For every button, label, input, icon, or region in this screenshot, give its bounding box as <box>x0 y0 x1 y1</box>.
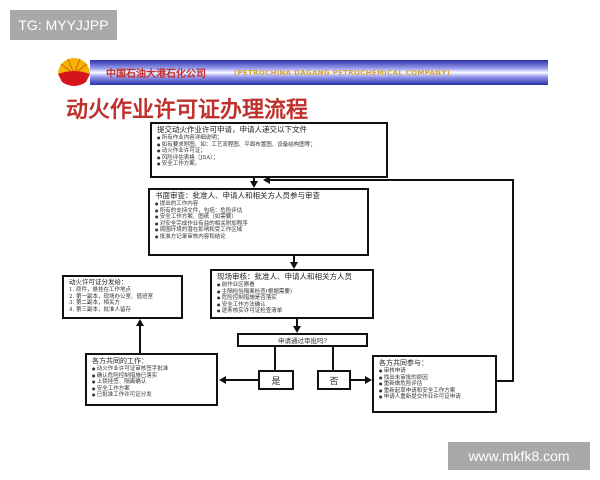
list-item: 动火作业许可证审核签字批准 <box>92 366 211 373</box>
arrow-down-icon <box>290 262 298 269</box>
box-heading: 提交动火作业许可申请，申请人递交以下文件 <box>157 125 307 134</box>
decision-box: 申请通过审批吗? <box>237 333 368 347</box>
distribution-box: 动火许可证分发给： 1. 原件，悬挂在工作地点 2. 第一副本，现场办公室、值班… <box>62 275 183 319</box>
return-connector <box>512 179 514 382</box>
site-review-box: 现场审核：批准人、申请人和相关方人员 前作业区察看主隔检验隔离检查(根据需要)危… <box>210 269 374 319</box>
list-item: 已批准工作许可证分发 <box>92 392 211 399</box>
common-participation-box: 各方共同参与： 审核申请找出未审批的原因重新做危险评估重新起草申请和安全工作方案… <box>372 355 497 413</box>
box-heading: 动火许可证分发给： <box>69 278 128 286</box>
return-connector <box>270 179 514 181</box>
submit-application-box: 提交动火作业许可申请，申请人递交以下文件 所有作业内容详细说明；如有要求附图、如… <box>150 122 388 178</box>
arrow-left-icon <box>263 176 270 184</box>
company-name-en: (PETROCHINA DAGANG PETROCHEMICAL COMPANY… <box>234 68 451 77</box>
return-connector <box>497 380 514 382</box>
arrow-down-icon <box>250 181 258 188</box>
list-item: 4. 第三副本，批准人留存 <box>69 306 131 313</box>
list-item: 3. 第二副本，相关方 <box>69 300 120 307</box>
list-item: 申请人重新提交作业许可证申请 <box>379 394 490 401</box>
yes-box: 是 <box>258 370 294 390</box>
list-item: 重新起草申请和安全工作方案 <box>379 388 490 395</box>
list-item: 周围环境的潜在影响和受工作区域 <box>155 227 362 234</box>
list-item: 2. 第一副本，现场办公室、值班室 <box>69 293 153 300</box>
list-item: 危险控制措施是否落实 <box>217 295 367 302</box>
petrochina-logo-icon <box>56 50 92 90</box>
arrow-left-icon <box>219 376 226 384</box>
box-heading: 书面审查：批准人、申请人和相关方人员参与审查 <box>155 191 320 200</box>
box-heading: 各方共同的工作： <box>92 357 148 365</box>
list-item: 确认危险控制措施已落实 <box>92 373 211 380</box>
list-item: 对安全完成作业有益的相关附加程序 <box>155 221 362 228</box>
connector <box>332 347 334 370</box>
connector <box>253 178 255 182</box>
list-item: 安全工作方法确认 <box>217 302 367 309</box>
list-item: 安全工作方案。 <box>157 161 381 168</box>
no-box: 否 <box>317 370 351 390</box>
common-work-box: 各方共同的工作： 动火作业许可证审核签字批准确认危险控制措施已落实上锁挂签、隔离… <box>85 353 218 406</box>
list-item: 安全工作方案 <box>92 386 211 393</box>
list-item: 找出未审批的原因 <box>379 375 490 382</box>
list-item: 重新做危险评估 <box>379 381 490 388</box>
arrow-right-icon <box>365 376 372 384</box>
list-item: 风险评估表格（JSA）； <box>157 155 381 162</box>
arrow-down-icon <box>293 326 301 333</box>
watermark-top: TG: MYYJJPP <box>10 10 117 40</box>
list-item: 批准方记录审核内容和结论 <box>155 234 362 241</box>
list-item: 提出的工作内容 <box>155 201 362 208</box>
arrow-up-icon <box>136 319 144 326</box>
connector <box>226 379 258 381</box>
connector <box>139 326 141 353</box>
connector <box>351 379 366 381</box>
connector <box>293 256 295 262</box>
list-item: 主隔检验隔离检查(根据需要) <box>217 289 367 296</box>
list-item: 上锁挂签、隔离确认 <box>92 379 211 386</box>
page-title: 动火作业许可证办理流程 <box>66 97 309 123</box>
document-review-box: 书面审查：批准人、申请人和相关方人员参与审查 提出的工作内容所有的支持文件，包括… <box>148 188 369 256</box>
connector <box>296 319 298 326</box>
list-item: 前作业区察看 <box>217 282 367 289</box>
list-item: 动火作业许可证； <box>157 148 381 155</box>
watermark-bottom: www.mkfk8.com <box>448 442 590 470</box>
list-item: 1. 原件，悬挂在工作地点 <box>69 287 131 293</box>
list-item: 安全工作方案、图纸（如需要） <box>155 214 362 221</box>
box-heading: 现场审核：批准人、申请人和相关方人员 <box>217 272 352 281</box>
list-item: 所有的支持文件，包括：危险评估 <box>155 208 362 215</box>
list-item: 所有作业内容详细说明； <box>157 135 381 142</box>
list-item: 审核申请 <box>379 368 490 375</box>
company-banner: 中国石油大港石化公司 (PETROCHINA DAGANG PETROCHEMI… <box>90 60 548 85</box>
connector <box>274 347 276 370</box>
company-name-cn: 中国石油大港石化公司 <box>106 69 206 80</box>
list-item: 逐条核实许可证检查清单 <box>217 308 367 315</box>
list-item: 如有要求附图、如：工艺流程图、平面布置图、设备结构图等； <box>157 142 381 149</box>
box-heading: 各方共同参与： <box>379 359 428 367</box>
